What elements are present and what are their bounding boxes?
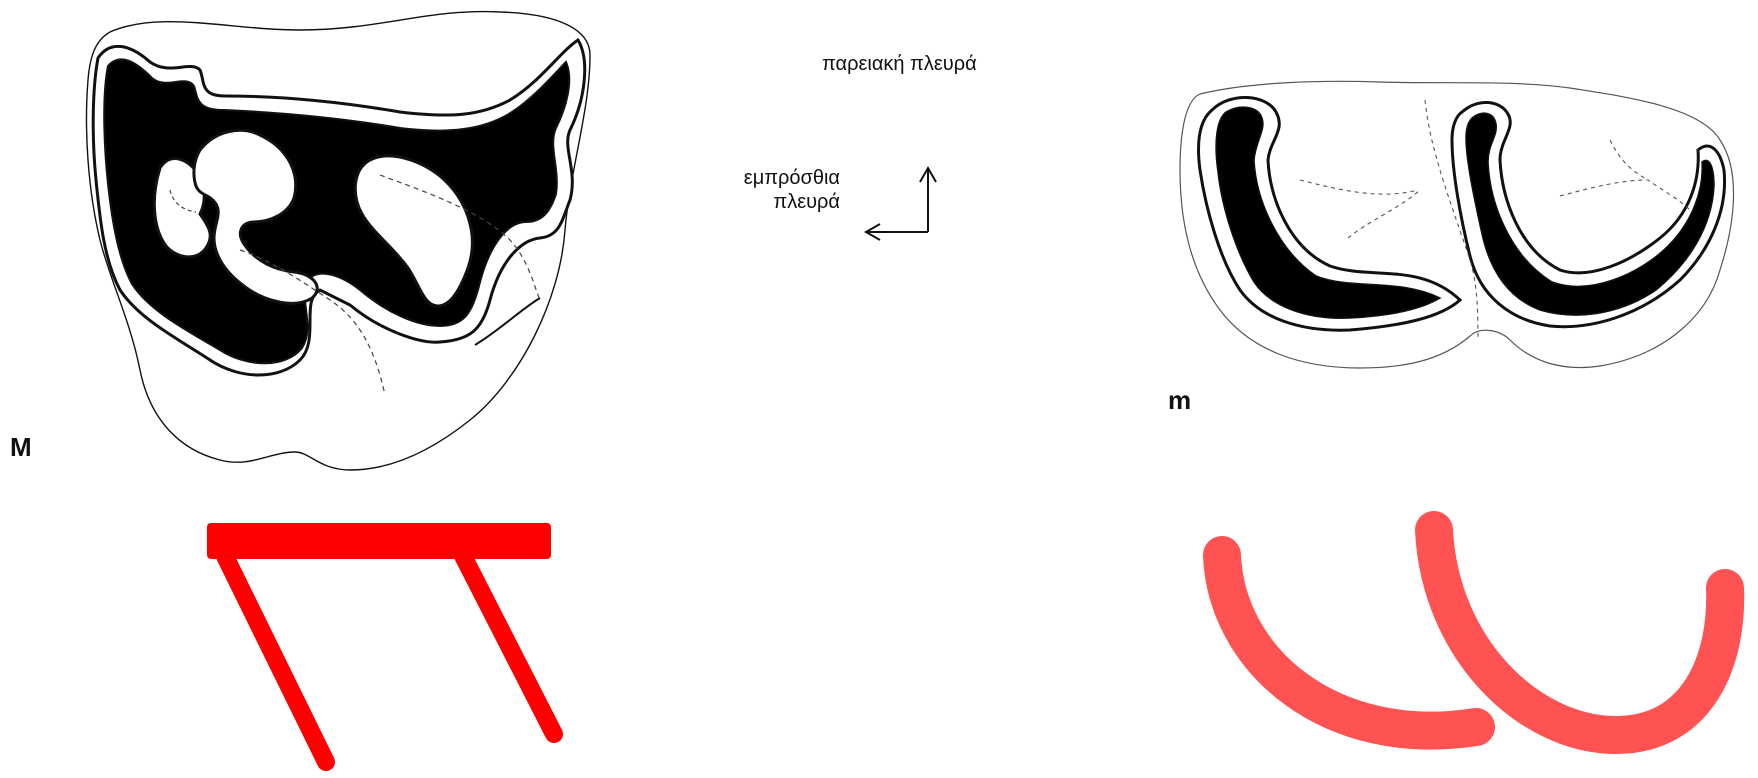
upper-molar-label: M bbox=[10, 434, 32, 460]
anterior-side-label-line1: εμπρόσθια bbox=[700, 166, 840, 190]
schematic-upper-left-leg bbox=[222, 550, 326, 762]
lower-molar-schematic bbox=[1222, 530, 1725, 735]
orientation-vertical-arrow bbox=[920, 168, 936, 232]
anterior-side-label: εμπρόσθια πλευρά bbox=[700, 166, 840, 214]
schematic-upper-bar bbox=[207, 523, 551, 559]
schematic-upper-right-leg bbox=[460, 550, 554, 734]
lower-molar-drawing bbox=[1180, 81, 1734, 368]
buccal-side-label: παρειακή πλευρά bbox=[822, 52, 977, 76]
schematic-lower-right-arc bbox=[1434, 530, 1725, 735]
orientation-horizontal-arrow bbox=[866, 224, 928, 240]
lower-molar-label: m bbox=[1168, 387, 1191, 413]
upper-molar-drawing bbox=[87, 12, 591, 470]
upper-molar-schematic bbox=[207, 523, 554, 762]
anterior-side-label-line2: πλευρά bbox=[700, 190, 840, 214]
orientation-arrows-icon bbox=[866, 168, 936, 240]
